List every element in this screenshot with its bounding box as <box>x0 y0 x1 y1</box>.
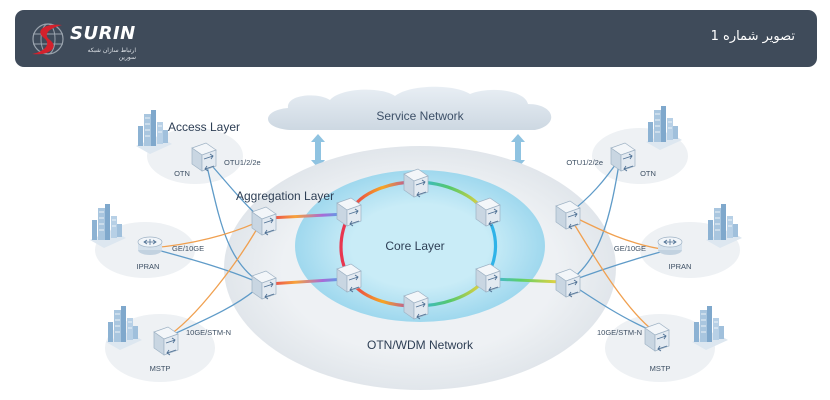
aggregation-layer-label: Aggregation Layer <box>236 189 334 203</box>
link-label-right-stm: 10GE/STM-N <box>597 328 642 337</box>
core-layer-label: Core Layer <box>385 239 444 253</box>
core-switch-icon <box>475 263 501 293</box>
brand[interactable]: SURIN ارتباط سازان شبکه سورین <box>28 19 138 61</box>
otn-switch-icon <box>610 142 636 172</box>
link-label-left-stm: 10GE/STM-N <box>186 328 231 337</box>
site-name-right-otn: OTN <box>640 169 656 178</box>
otn-wdm-label: OTN/WDM Network <box>367 338 474 352</box>
link-label-right-otu: OTU1/2/2e <box>566 158 603 167</box>
mstp-switch-icon <box>153 326 179 356</box>
router-icon <box>137 236 163 256</box>
core-switch-icon <box>403 168 429 198</box>
router-icon <box>657 236 683 256</box>
link-label-left-ge: GE/10GE <box>172 244 204 253</box>
service-network-label: Service Network <box>376 109 464 123</box>
network-diagram: Service Network <box>89 86 743 390</box>
site-name-right-ipran: IPRAN <box>669 262 692 271</box>
access-layer-label: Access Layer <box>168 120 240 134</box>
page-header: SURIN ارتباط سازان شبکه سورین تصویر شمار… <box>15 10 817 67</box>
aggregation-switch-icon <box>251 270 277 300</box>
site-name-left-mstp: MSTP <box>150 364 171 373</box>
brand-name: SURIN <box>70 23 136 44</box>
core-switch-icon <box>336 263 362 293</box>
surin-logo-icon <box>32 23 64 55</box>
brand-tagline: ارتباط سازان شبکه سورین <box>87 47 136 61</box>
link-label-left-otu: OTU1/2/2e <box>224 158 261 167</box>
building-icon <box>691 305 729 351</box>
core-switch-icon <box>475 197 501 227</box>
figure-title: تصویر شماره 1 <box>710 29 795 44</box>
link-label-right-ge: GE/10GE <box>614 244 646 253</box>
site-name-left-otn: OTN <box>174 169 190 178</box>
site-name-right-mstp: MSTP <box>650 364 671 373</box>
service-network-cloud <box>268 86 552 130</box>
aggregation-switch-icon <box>251 206 277 236</box>
core-switch-icon <box>403 290 429 320</box>
otn-switch-icon <box>191 142 217 172</box>
core-switch-icon <box>336 197 362 227</box>
aggregation-switch-icon <box>555 268 581 298</box>
site-name-left-ipran: IPRAN <box>137 262 160 271</box>
aggregation-switch-icon <box>555 200 581 230</box>
mstp-switch-icon <box>644 322 670 352</box>
